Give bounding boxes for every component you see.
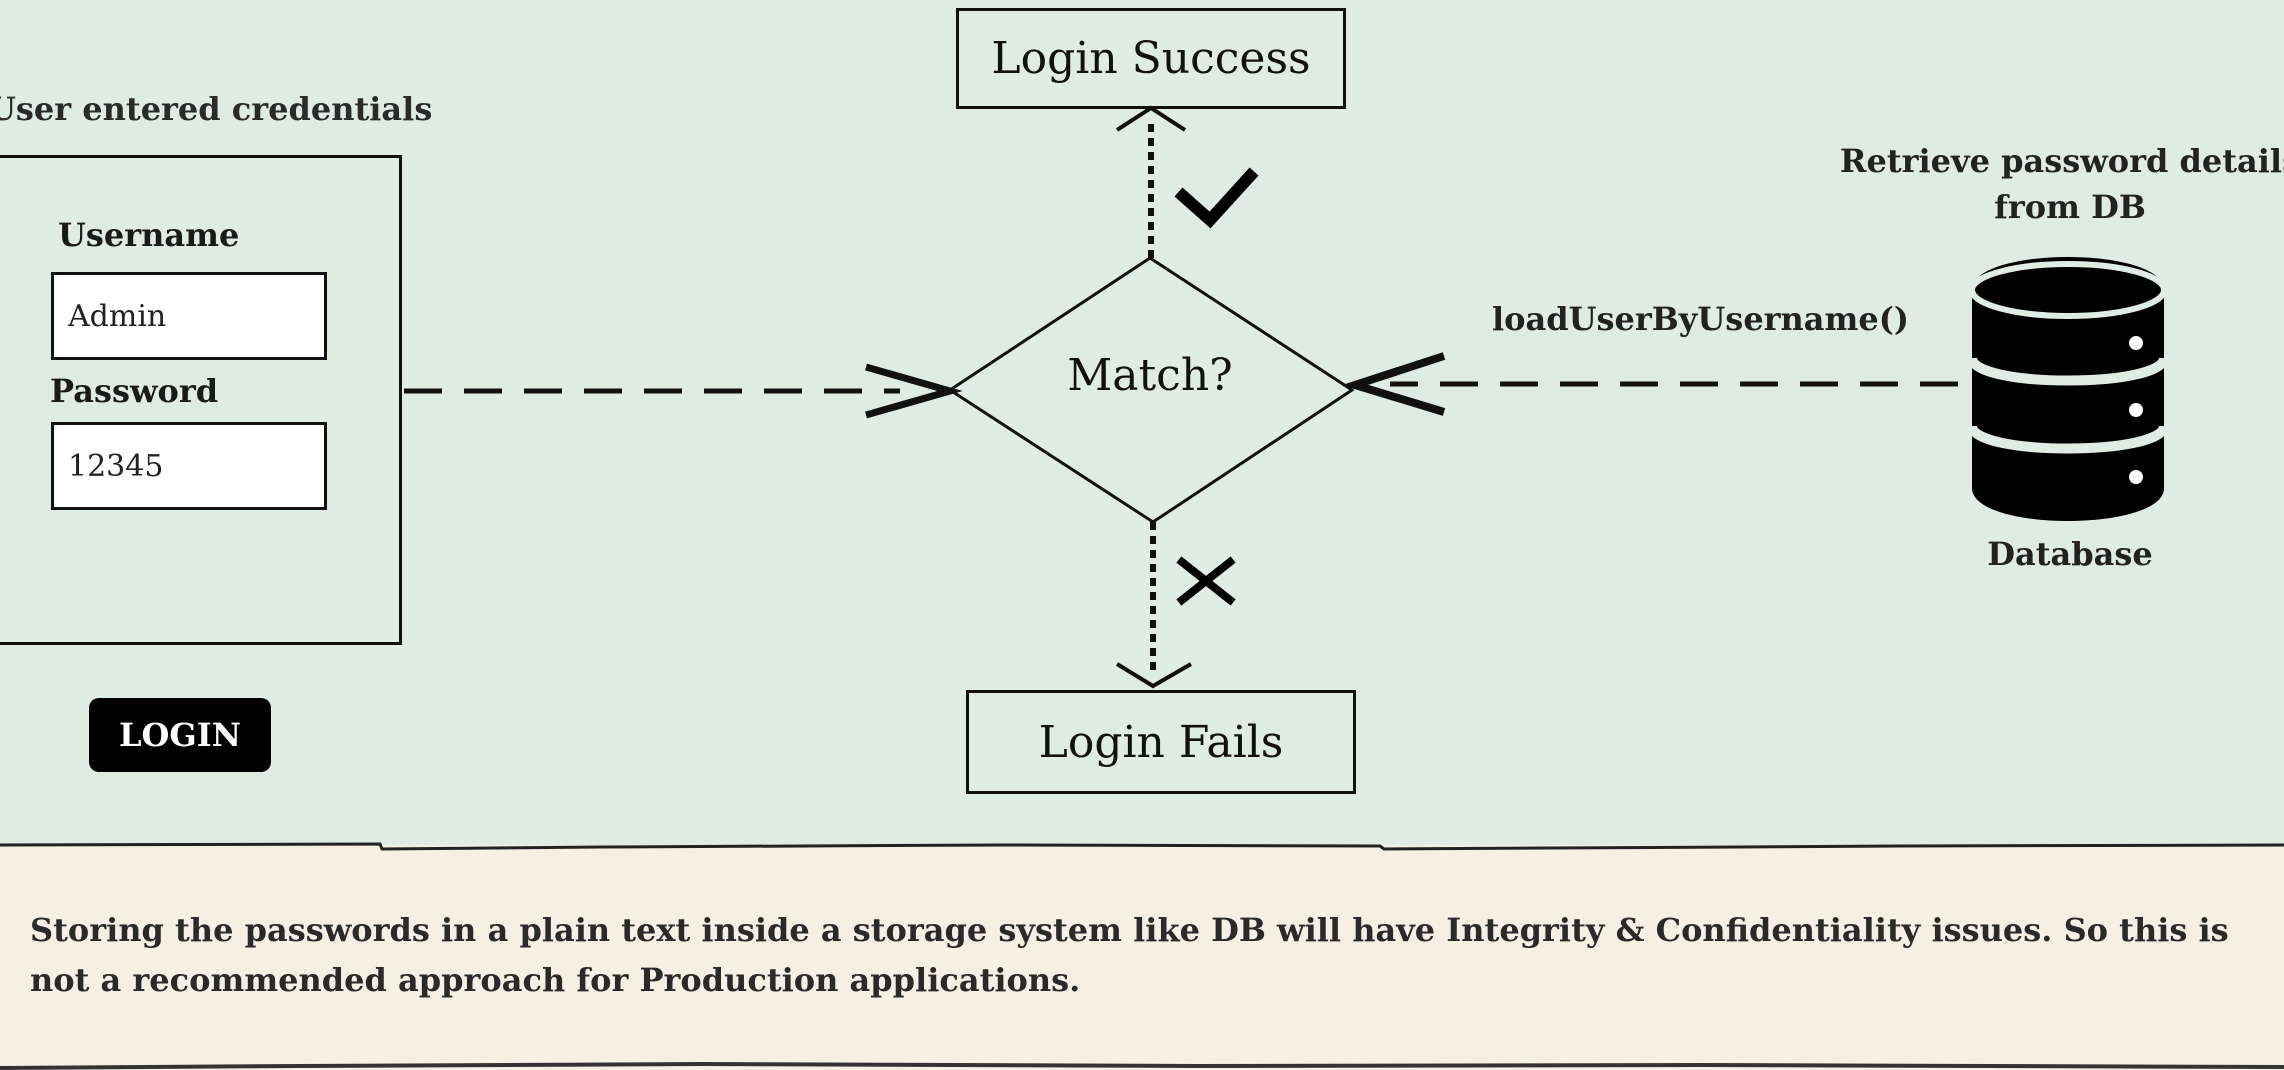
band-separator [0,842,2284,851]
down-arrowhead [1115,662,1193,689]
note-band [0,845,2284,1070]
password-field[interactable]: 12345 [51,422,327,510]
username-label: Username [58,216,240,254]
method-label: loadUserByUsername() [1492,300,1910,338]
password-label: Password [50,372,219,410]
login-form-panel: Username Admin Password 12345 LOGIN [0,155,402,772]
checkmark-icon [1174,167,1259,229]
username-field[interactable]: Admin [51,272,327,360]
cross-icon [1176,556,1236,606]
database-label: Database [1987,535,2153,573]
left-arrowhead [865,363,963,419]
form-caption: User entered credentials [0,90,433,128]
login-success-label: Login Success [991,33,1311,84]
right-arrowhead [1341,352,1446,416]
database-caption: Retrieve password details from DB [1800,138,2284,230]
login-success-box: Login Success [956,8,1346,109]
login-button[interactable]: LOGIN [89,698,271,772]
bottom-edge [0,1061,2284,1070]
database-caption-line1: Retrieve password details [1839,142,2284,180]
flow-diagram [404,105,2169,689]
diagram-canvas [0,0,2284,845]
warning-note: Storing the passwords in a plain text in… [30,911,2229,999]
database-caption-line2: from DB [1994,188,2146,226]
login-fails-box: Login Fails [966,690,1356,794]
database-icon [1967,257,2169,521]
decision-label: Match? [1067,350,1233,401]
login-fails-label: Login Fails [1038,716,1284,768]
